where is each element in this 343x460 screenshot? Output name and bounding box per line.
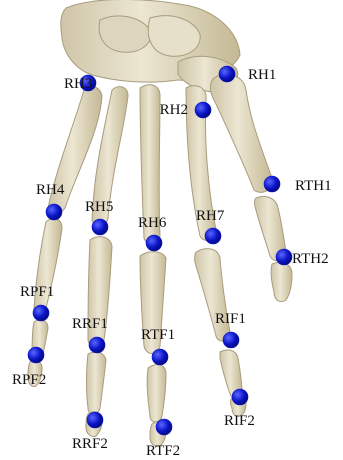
middle-middle-phalanx	[147, 365, 166, 422]
marker-rtf2	[156, 419, 172, 435]
label-rh7: RH7	[196, 208, 225, 224]
marker-rif2	[232, 389, 248, 405]
label-rh3: RH3	[64, 76, 92, 92]
label-rtf1: RTF1	[141, 327, 175, 343]
marker-rh7	[205, 228, 221, 244]
marker-rth1	[264, 176, 280, 192]
label-rh4: RH4	[36, 182, 65, 198]
marker-rh5	[92, 219, 108, 235]
label-rh2: RH2	[160, 102, 188, 118]
label-rh6: RH6	[138, 215, 167, 231]
label-rh1: RH1	[248, 67, 276, 83]
label-rh5: RH5	[85, 199, 113, 215]
label-rpf2: RPF2	[12, 372, 46, 388]
marker-rrf1	[89, 337, 105, 353]
label-rif1: RIF1	[215, 311, 246, 327]
marker-rif1	[223, 332, 239, 348]
label-rrf2: RRF2	[72, 436, 108, 452]
thumb-metacarpal	[210, 74, 272, 192]
marker-rh1	[219, 66, 235, 82]
label-rpf1: RPF1	[20, 284, 54, 300]
label-rif2: RIF2	[224, 413, 255, 429]
marker-rh4	[46, 204, 62, 220]
ring-middle-phalanx	[87, 352, 107, 414]
thumb-distal-phalanx	[271, 262, 292, 301]
marker-rth2	[276, 249, 292, 265]
label-rrf1: RRF1	[72, 316, 108, 332]
index-proximal-phalanx	[195, 249, 231, 341]
marker-rh6	[146, 235, 162, 251]
label-rtf2: RTF2	[146, 443, 180, 459]
marker-rpf1	[33, 305, 49, 321]
marker-rpf2	[28, 347, 44, 363]
marker-rrf2	[87, 412, 103, 428]
marker-rh2	[195, 102, 211, 118]
label-rth1: RTH1	[295, 178, 332, 194]
marker-rtf1	[152, 349, 168, 365]
label-rth2: RTH2	[292, 251, 329, 267]
